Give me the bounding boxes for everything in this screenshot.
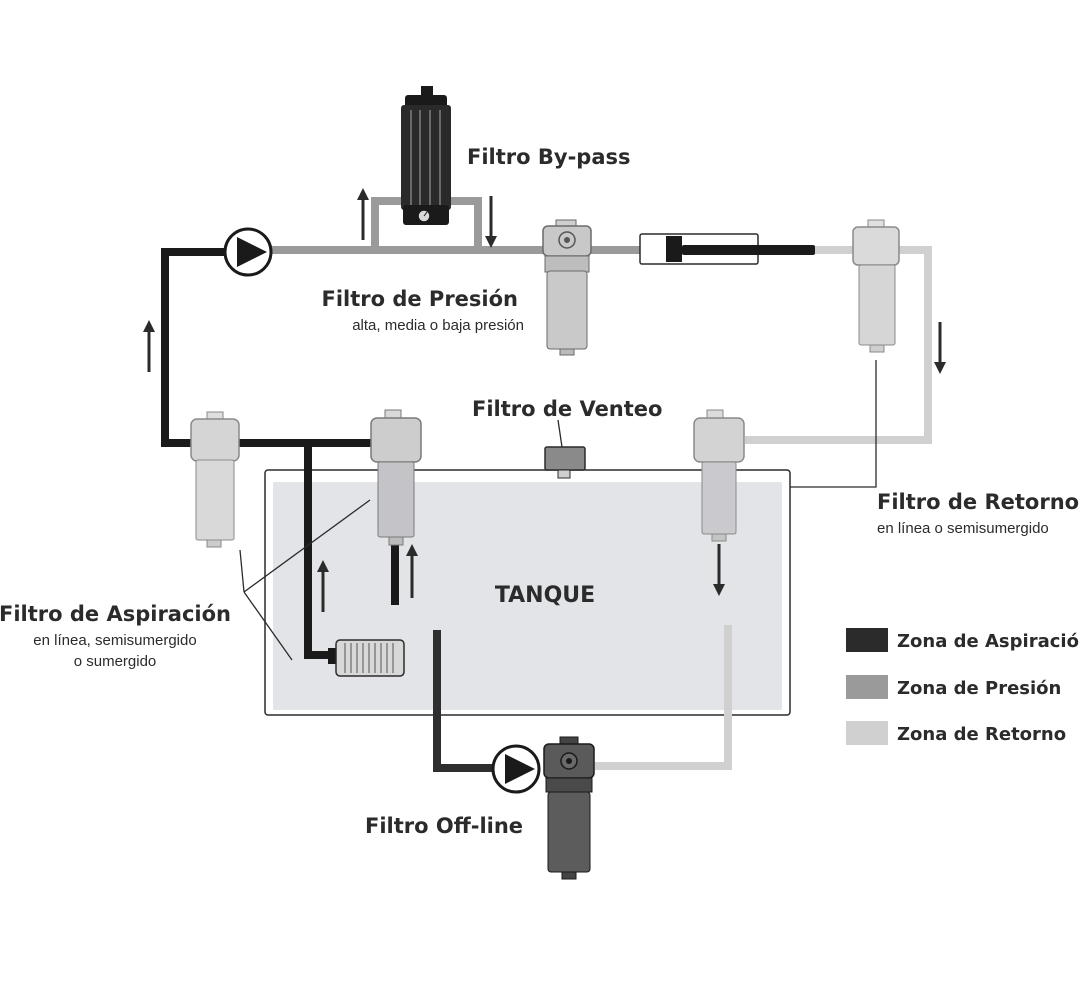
pressure-filter-title: Filtro de Presión [321,287,518,311]
legend-label: Zona de Presión [897,678,1061,699]
aspiration-pipes [161,248,399,659]
offline-filter-icon [543,736,595,880]
legend-label: Zona de Retorno [897,724,1066,745]
legend: Zona de Aspiración Zona de Presión Zona … [846,628,1080,745]
leader-lines [239,360,877,661]
offline-pump-icon [491,744,541,794]
aspiration-filter-semisubmerged-icon [370,409,422,546]
aspiration-filter-subtitle-1: en línea, semisumergido [33,632,196,649]
tank-label: TANQUE [495,583,595,608]
legend-item-return: Zona de Retorno [846,721,1066,745]
return-filter-subtitle: en línea o semisumergido [877,520,1049,537]
main-pump-icon [223,227,273,277]
legend-label: Zona de Aspiración [897,631,1080,652]
aspiration-filter-subtitle-2: o sumergido [74,653,157,670]
aspiration-filter-inline-icon [190,411,240,548]
vent-filter-label: Filtro de Venteo [472,397,662,421]
pressure-filter-icon [542,219,592,356]
vent-filter-icon [544,446,586,479]
offline-filter-label: Filtro Off-line [365,814,523,838]
legend-item-pressure: Zona de Presión [846,675,1061,699]
return-filter-upper-icon [852,219,900,353]
offline-pipe [433,630,493,772]
flow-arrows [143,188,946,612]
return-filter-title: Filtro de Retorno [877,490,1079,514]
bypass-label: Filtro By-pass [467,145,631,169]
pressure-filter-subtitle: alta, media o baja presión [352,317,524,334]
return-filter-semisubmerged-icon [693,409,745,542]
submerged-strainer-icon [328,639,405,677]
legend-item-aspiration: Zona de Aspiración [846,628,1080,652]
hydraulic-cylinder [639,233,815,265]
aspiration-filter-title: Filtro de Aspiración [0,602,231,626]
bypass-filter-icon [401,86,451,225]
